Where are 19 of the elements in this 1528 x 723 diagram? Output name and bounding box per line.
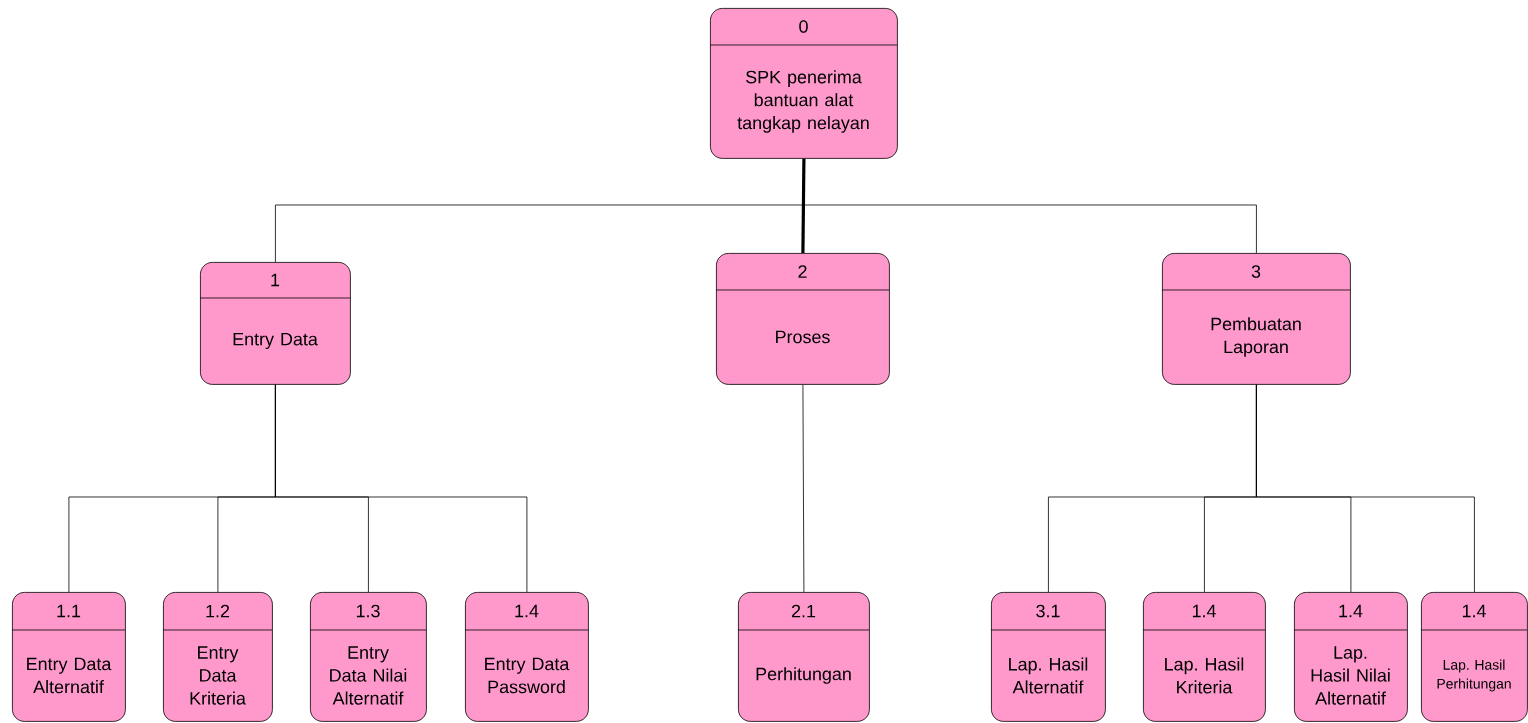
process-box: 2.1 Perhitungan: [737, 592, 870, 722]
connector-line: [802, 384, 805, 593]
connector-line: [803, 204, 1257, 254]
connector-line: [275, 204, 805, 263]
process-box: 1.4 Entry Data Password: [464, 592, 589, 722]
process-box: 1 Entry Data: [199, 262, 351, 385]
connector-line: [801, 158, 806, 253]
process-box: 1.3 Entry Data Nilai Alternatif: [309, 592, 427, 722]
process-box: 1.4 Lap. Hasil Perhitungan: [1420, 592, 1528, 722]
process-box: 1.1 Entry Data Alternatif: [11, 592, 126, 722]
connector-line: [275, 384, 528, 593]
process-box: 1.4 Lap. Hasil Nilai Alternatif: [1293, 592, 1408, 722]
process-box: 1.2 Entry Data Kriteria: [162, 592, 273, 722]
connector-line: [1256, 384, 1475, 593]
process-box: 3 Pembuatan Laporan: [1161, 253, 1351, 385]
process-box: 1.4 Lap. Hasil Kriteria: [1142, 592, 1266, 722]
process-box: 3.1 Lap. Hasil Alternatif: [990, 592, 1106, 722]
process-box: 2 Proses: [715, 253, 890, 385]
process-box: 0 SPK penerima bantuan alat tangkap nelayan: [709, 8, 898, 159]
